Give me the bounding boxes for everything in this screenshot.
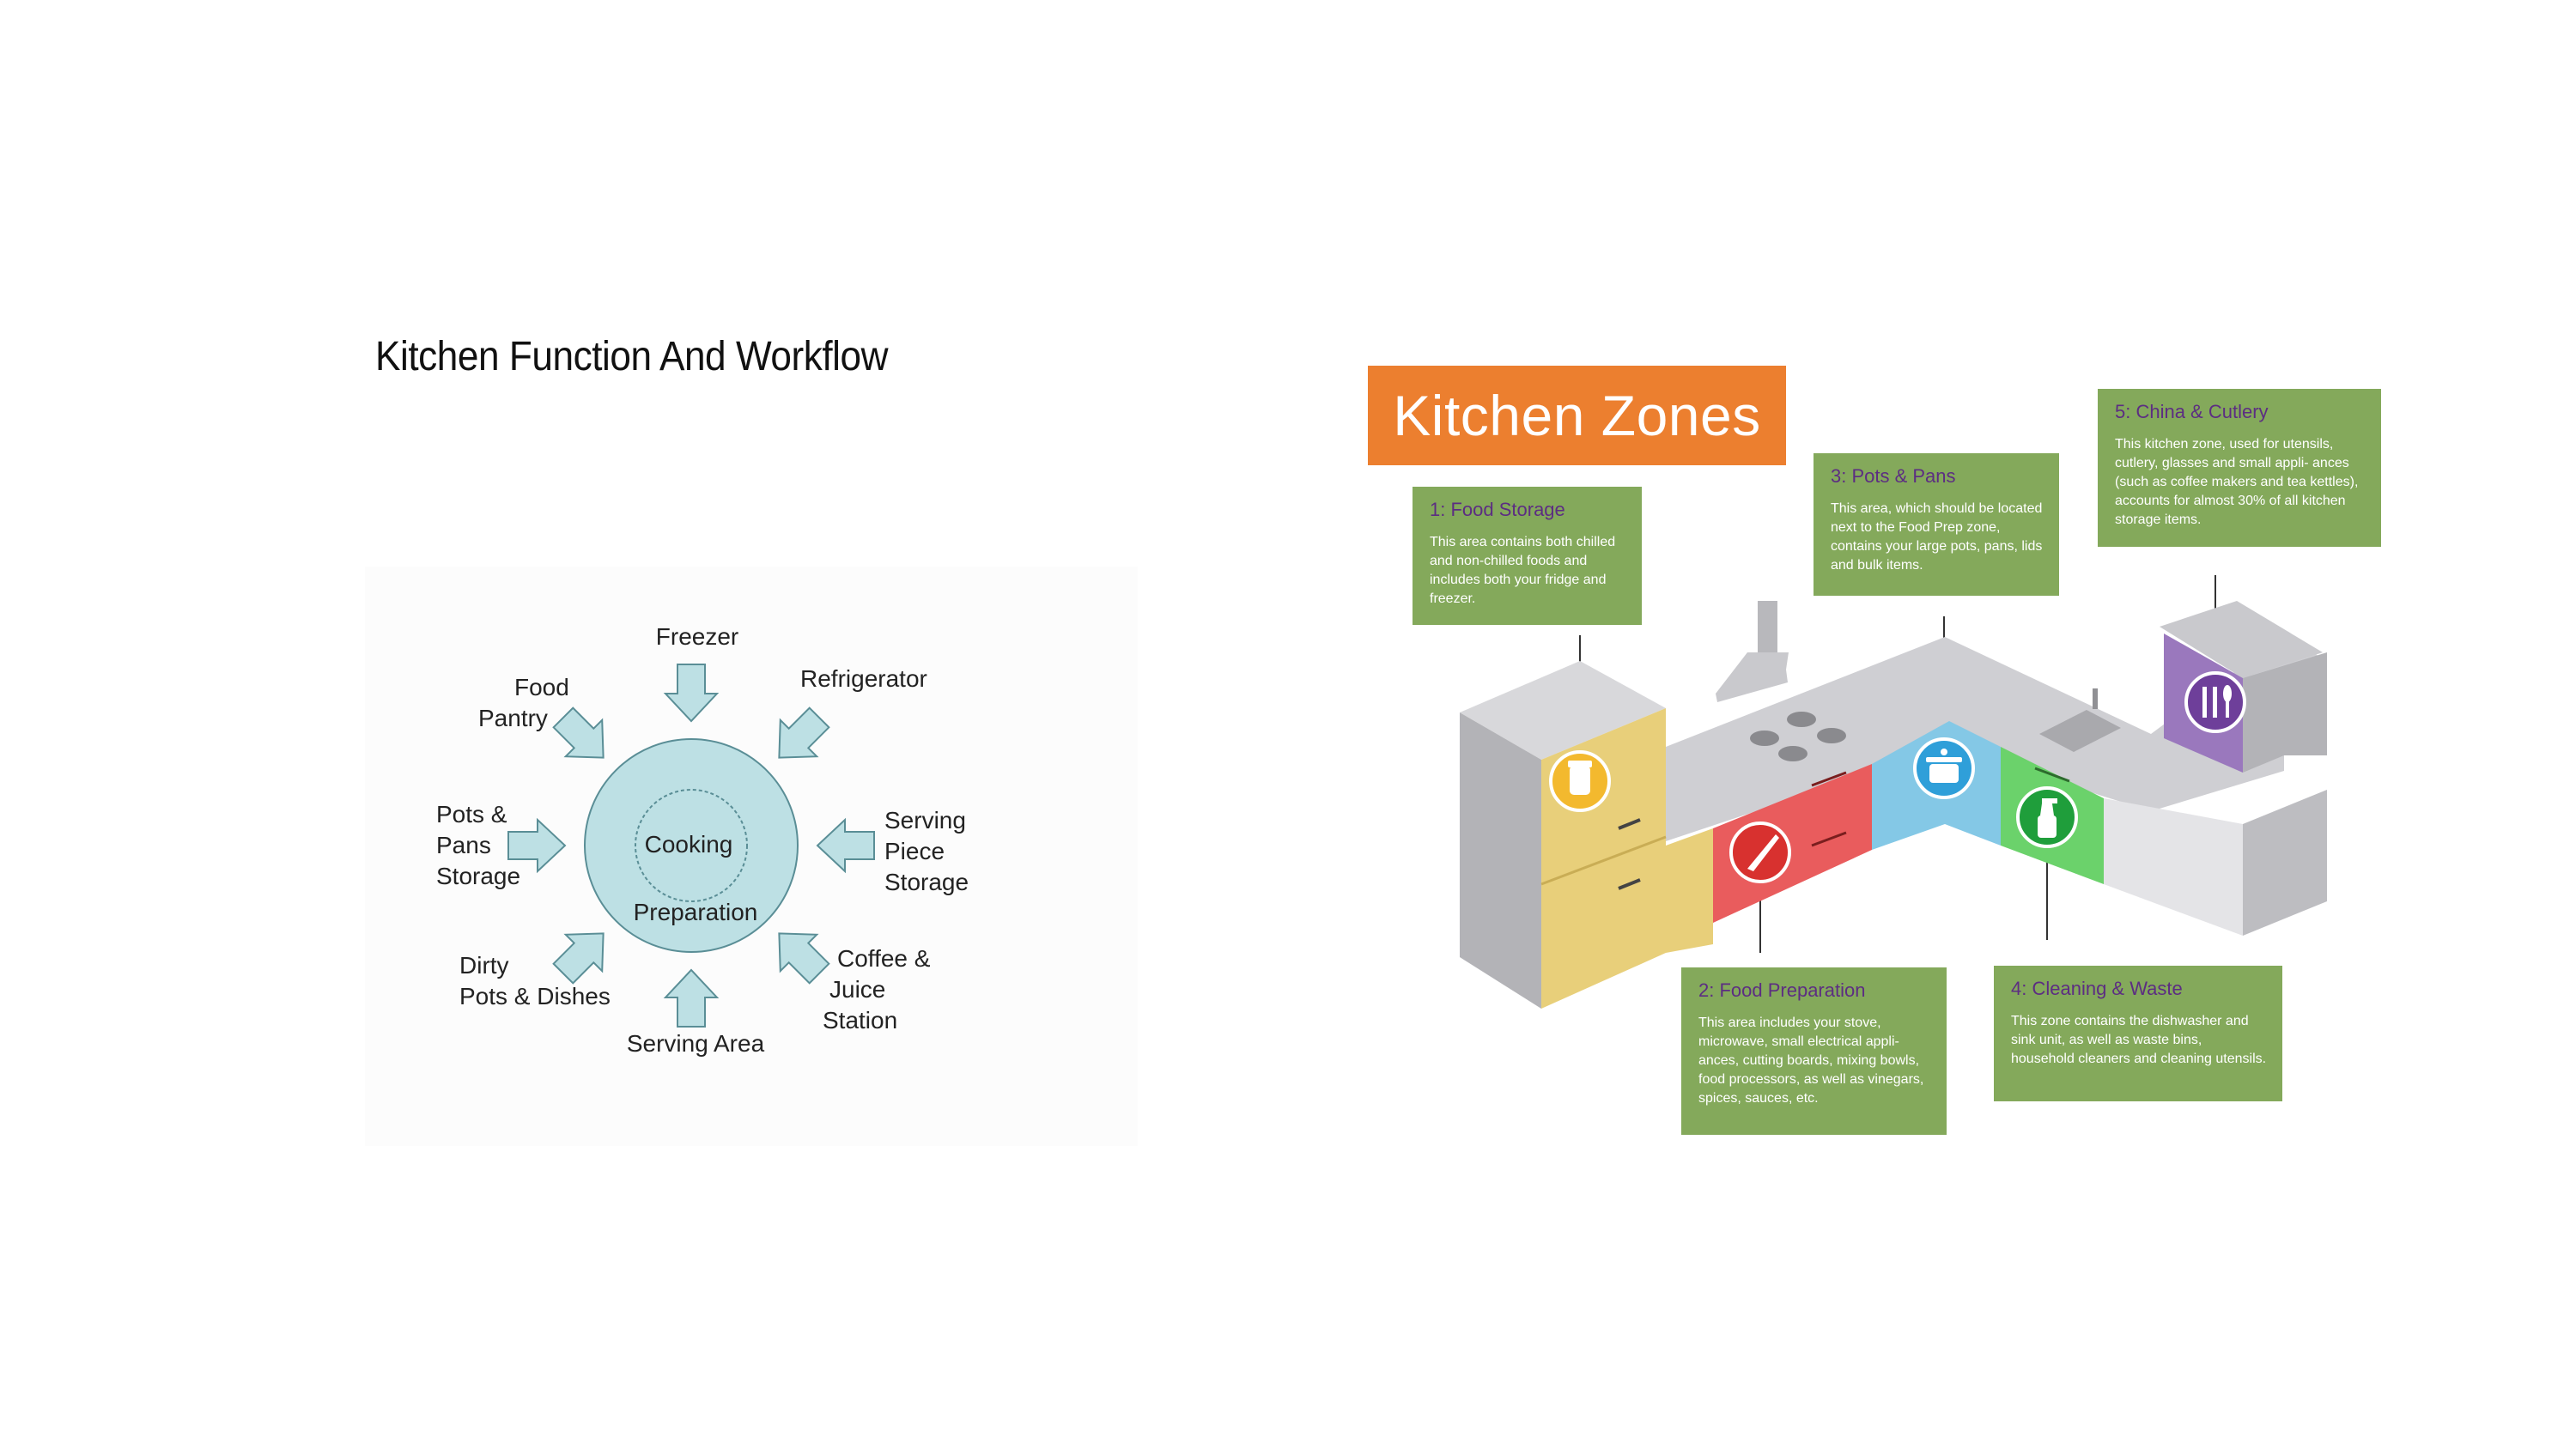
zone-text: This kitchen zone, used for utensils, cu… (2115, 437, 2359, 527)
node-serving-area: Serving Area (627, 1030, 765, 1057)
node-pots-2: Pans (436, 832, 491, 858)
zone-heading: 3: Pots & Pans (1831, 465, 1956, 487)
node-coffee-3: Station (823, 1007, 897, 1034)
zone-food-prep (1713, 764, 1872, 923)
node-dirty-2: Pots & Dishes (459, 983, 611, 1009)
arrow-pantry (544, 698, 623, 777)
node-refrigerator: Refrigerator (800, 665, 927, 692)
node-coffee-1: Coffee & (837, 945, 931, 972)
node-freezer: Freezer (656, 623, 738, 650)
zone-box-food-prep: 2: Food Preparation This area includes y… (1681, 967, 1947, 1135)
arrow-serving-area (665, 969, 718, 1028)
node-pots-3: Storage (436, 863, 520, 889)
center-label-preparation: Preparation (634, 899, 758, 925)
arrow-coffee (760, 914, 839, 993)
zone-food-storage (1541, 708, 1666, 1009)
range-hood (1716, 652, 1789, 702)
countertop (1666, 635, 2327, 841)
zone-heading: 2: Food Preparation (1698, 979, 1866, 1001)
node-dirty-1: Dirty (459, 952, 509, 979)
arrow-refrigerator (760, 698, 839, 777)
knife-icon (1729, 822, 1791, 883)
pot-icon (1913, 737, 1975, 799)
zone-heading: 5: China & Cutlery (2115, 401, 2269, 422)
zone-box-food-storage: 1: Food Storage This area contains both … (1413, 487, 1642, 625)
node-food-pantry-1: Food (514, 674, 569, 700)
jar-icon (1549, 750, 1611, 812)
node-pots-1: Pots & (436, 801, 507, 828)
zone-box-pots: 3: Pots & Pans This area, which should b… (1814, 453, 2059, 596)
sink (2039, 710, 2121, 752)
arrow-dirty (544, 914, 623, 993)
node-serving-piece-1: Serving (884, 807, 966, 834)
zone-text: This zone contains the dishwasher and si… (2011, 1014, 2267, 1066)
zone-heading: 4: Cleaning & Waste (2011, 978, 2183, 999)
cutlery-icon (2184, 671, 2246, 733)
inner-circle (635, 789, 748, 902)
zone-text: This area contains both chilled and non-… (1430, 535, 1616, 606)
zone-heading: 1: Food Storage (1430, 499, 1565, 520)
arrow-freezer (665, 664, 718, 722)
arrow-serving-piece (817, 819, 875, 872)
kitchen-illustration (1460, 575, 2327, 1009)
center-label-cooking: Cooking (645, 831, 733, 858)
zone-text: This area, which should be located next … (1831, 501, 2043, 573)
node-serving-piece-2: Piece (884, 838, 945, 864)
zone-text: This area includes your stove, microwave… (1698, 1016, 1924, 1106)
node-food-pantry-2: Pantry (478, 705, 548, 731)
range-hood-chimney (1758, 601, 1777, 652)
spray-bottle-icon (2016, 786, 2078, 848)
zone-box-china: 5: China & Cutlery This kitchen zone, us… (2098, 389, 2381, 547)
node-serving-piece-3: Storage (884, 869, 969, 895)
workflow-title: Kitchen Function And Workflow (375, 334, 889, 379)
node-coffee-2: Juice (829, 976, 885, 1003)
zone-box-cleaning: 4: Cleaning & Waste This zone contains t… (1994, 966, 2282, 1101)
kitchen-zones-banner: Kitchen Zones (1368, 366, 1786, 465)
